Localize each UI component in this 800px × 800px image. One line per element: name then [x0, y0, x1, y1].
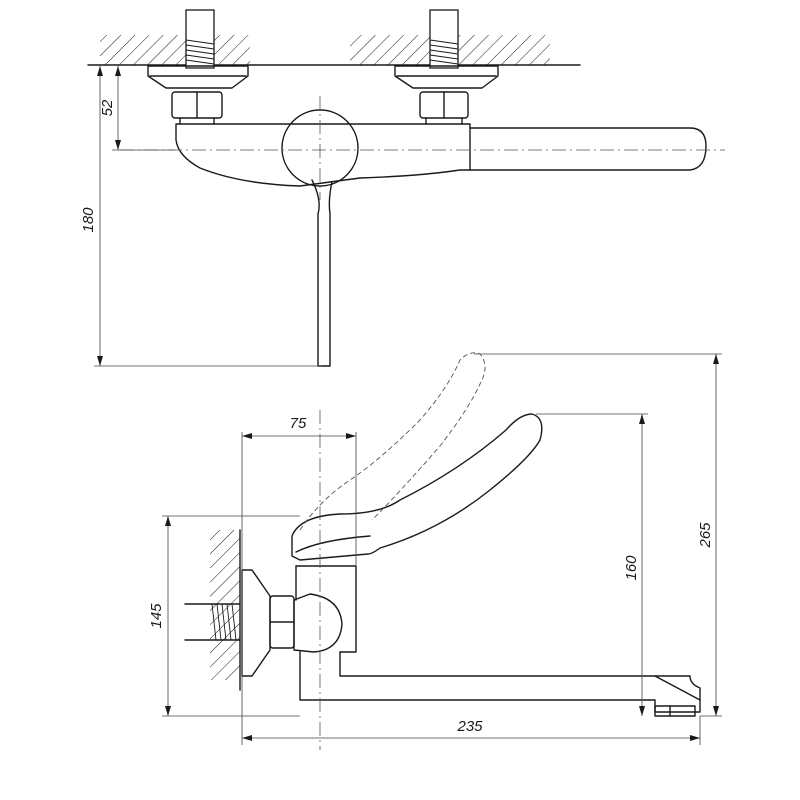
front-view: 52 180 [80, 9, 725, 367]
side-supply-pipe [184, 603, 241, 641]
dimension-label-265: 265 [697, 522, 714, 549]
dimension-52: 52 [99, 66, 175, 151]
nut-left [171, 91, 223, 119]
dimension-label-180: 180 [80, 207, 97, 233]
escutcheon-left [147, 65, 249, 89]
wall-hatching-top [87, 35, 581, 66]
dimension-235: 235 [242, 716, 701, 745]
side-escutcheon [241, 569, 271, 677]
side-nut [269, 595, 295, 649]
escutcheon-right [394, 65, 499, 89]
dimension-180: 180 [80, 66, 322, 367]
dimension-label-75: 75 [290, 415, 307, 432]
dimension-160: 160 [536, 413, 648, 716]
dimension-265: 265 [474, 353, 722, 717]
supply-pipe-right [429, 9, 459, 69]
side-body [293, 593, 343, 653]
side-spout [299, 651, 701, 713]
nut-right [419, 91, 469, 119]
side-view: 75 265 160 145 [148, 352, 722, 750]
supply-pipe-left [185, 9, 215, 69]
side-lever-raised [299, 352, 486, 531]
side-lever-handle [291, 413, 543, 561]
wall-hatching-side [210, 529, 241, 691]
dimension-label-160: 160 [623, 555, 640, 581]
mixer-body [175, 123, 707, 187]
dimension-label-145: 145 [148, 603, 165, 629]
dimension-145: 145 [148, 515, 300, 717]
lever-handle [311, 179, 333, 367]
dimension-label-235: 235 [456, 718, 483, 735]
dimension-label-52: 52 [99, 99, 116, 116]
dimension-75: 75 [241, 415, 357, 745]
